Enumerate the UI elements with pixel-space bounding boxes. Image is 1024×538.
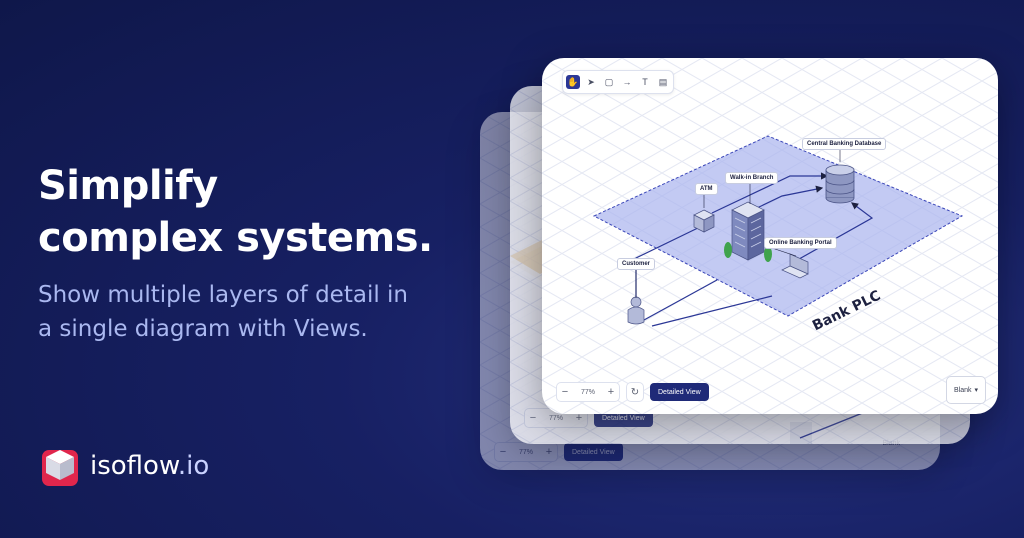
node-label-portal[interactable]: Online Banking Portal (764, 237, 837, 249)
connector-branch-database (756, 185, 824, 209)
diagram-canvas[interactable] (542, 58, 998, 414)
zoom-controls-back-2: − 77% + Detailed View (494, 442, 623, 462)
node-label-customer[interactable]: Customer (617, 258, 656, 270)
zoom-value: 77% (518, 448, 533, 456)
brand-name: isoflow.io (90, 451, 210, 481)
zoom-value: 77% (548, 414, 563, 422)
connector-customer-portal (651, 295, 773, 327)
bank-building-icon (724, 201, 772, 262)
headline-line-1: Simplify (38, 163, 218, 209)
person-icon (627, 296, 645, 325)
zoom-out-button[interactable]: − (561, 386, 569, 398)
connector-customer-branch (643, 279, 718, 321)
detailed-view-button[interactable]: Detailed View (650, 383, 709, 401)
pointer-tool-button[interactable]: ➤ (587, 76, 595, 87)
bank-plc-zone (592, 135, 964, 317)
reset-view-icon[interactable]: ↻ (626, 382, 644, 402)
zoom-in-button[interactable]: + (607, 386, 615, 398)
zoom-in-button[interactable]: + (545, 446, 553, 458)
zoom-controls: − 77% + ↻ Detailed View (556, 382, 709, 402)
zoom-out-button[interactable]: − (499, 446, 507, 458)
view-card-front: Central Banking Database Walk-in Branch … (542, 58, 998, 414)
zoom-in-button[interactable]: + (575, 412, 583, 424)
blank-select-value: Blank (953, 386, 972, 394)
zoom-value: 77% (580, 388, 595, 396)
zoom-group-back-2: − 77% + (494, 442, 558, 462)
node-label-atm[interactable]: ATM (695, 183, 718, 195)
node-label-database[interactable]: Central Banking Database (802, 138, 887, 150)
rectangle-tool-button[interactable]: ▢ (604, 76, 614, 87)
headline-line-2: complex systems. (38, 215, 433, 261)
view-button-back-2[interactable]: Detailed View (564, 443, 623, 461)
layers-tool-button[interactable]: ▤ (658, 76, 668, 87)
node-label-branch[interactable]: Walk-in Branch (725, 172, 779, 184)
connector-tool-button[interactable]: → (622, 77, 632, 87)
isometric-cube-icon (42, 450, 78, 486)
atm-cube-icon (693, 209, 715, 233)
zoom-out-button[interactable]: − (529, 412, 537, 424)
subheadline-line-2: a single diagram with Views. (38, 316, 368, 342)
hand-tool-button[interactable]: ✋ (566, 75, 580, 89)
text-tool-button[interactable]: T (642, 77, 648, 87)
toolbar: ✋ ➤ ▢ → T ▤ (562, 70, 674, 94)
subheadline: Show multiple layers of detail in a sing… (38, 278, 478, 346)
laptop-icon (781, 253, 809, 279)
blank-select[interactable]: Blank ▾ (946, 376, 986, 404)
connector-atm-database (711, 172, 829, 214)
brand-logo[interactable]: isoflow.io (38, 444, 209, 488)
headline: Simplify complex systems. (38, 160, 478, 264)
database-icon (825, 164, 855, 204)
subheadline-line-1: Show multiple layers of detail in (38, 282, 408, 308)
chevron-down-icon: ▾ (974, 387, 979, 394)
zoom-group: − 77% + (556, 382, 620, 402)
